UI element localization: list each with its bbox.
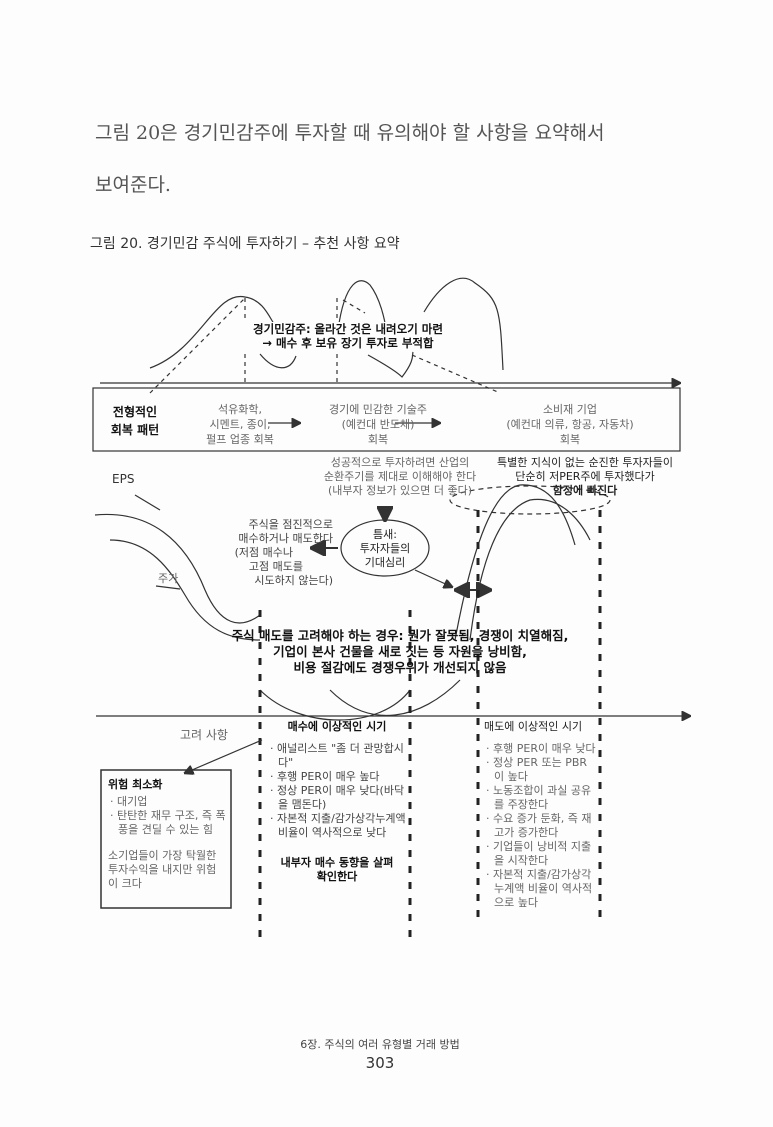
sell-time-title: 매도에 이상적인 시기 <box>484 720 583 733</box>
stage-1-line: 시멘트, 종이, <box>209 418 271 431</box>
stage-1-line: 석유화학, <box>218 403 262 416</box>
buy-time-footer: 내부자 매수 동향을 살펴 확인한다 <box>268 856 406 884</box>
buy-item: · 애널리스트 "좀 더 관망합시다" <box>270 742 404 769</box>
niche-line: 투자자들의 <box>359 542 411 555</box>
considerations-label: 고려 사항 <box>180 728 228 742</box>
sell-item: · 노동조합이 과실 공유를 주장한다 <box>486 784 592 811</box>
eps-curve <box>94 513 261 624</box>
cycle-curve-3 <box>337 280 387 331</box>
price-curve <box>109 539 261 641</box>
price-label: 주가 <box>158 572 179 585</box>
sell-item: · 수요 증가 둔화, 즉 재고가 증가한다 <box>486 812 592 839</box>
risk-box-content: 위험 최소화 · 대기업 · 탄탄한 재무 구조, 즉 폭풍을 견딜 수 있는 … <box>108 778 226 891</box>
recovery-pattern-box <box>92 387 681 452</box>
cycle-curve-5 <box>423 277 504 371</box>
top-note-1: 경기민감주: 올라간 것은 내려오기 마련 <box>253 322 443 336</box>
success-note-line: 순환주기를 제대로 이해해야 한다 <box>323 470 477 483</box>
stage-2-line: 회복 <box>367 433 389 446</box>
stage-2: 경기에 민감한 기술주 (예컨대 반도체) 회복 <box>318 402 438 447</box>
cycle-curve-2 <box>259 353 297 369</box>
gradual-note-line: 고점 매도를 <box>248 560 303 573</box>
sell-item: · 정상 PER 또는 PBR이 높다 <box>486 756 588 783</box>
page-number: 303 <box>365 1054 395 1072</box>
buy-item-text: 정상 PER이 매우 낮다(바닥을 맴돈다) <box>277 784 405 811</box>
stage-2-line: 경기에 민감한 기술주 <box>328 403 428 416</box>
trap-note: 특별한 지식이 없는 순진한 투자자들이 단순히 저PER주에 투자했다가 함정… <box>475 456 695 498</box>
recovery-label: 회복 패턴 <box>110 423 160 437</box>
stage-1-line: 펄프 업종 회복 <box>206 433 274 446</box>
buy-footer-line: 내부자 매수 동향을 살펴 <box>280 856 394 869</box>
cycle-curve-1 <box>149 295 279 369</box>
intro-line-2: 보여준다. <box>95 174 171 196</box>
stage-1: 석유화학, 시멘트, 종이, 펄프 업종 회복 <box>200 402 280 447</box>
sell-time-column: 매도에 이상적인 시기 · 후행 PER이 매우 낮다 · 정상 PER 또는 … <box>484 720 596 910</box>
buy-time-title: 매수에 이상적인 시기 <box>287 720 387 733</box>
buy-footer-line: 확인한다 <box>316 870 358 883</box>
sell-item-text: 자본적 지출/감가상각누계액 비율이 역사적으로 높다 <box>493 868 593 909</box>
figure-title: 그림 20. 경기민감 주식에 투자하기 – 추천 사항 요약 <box>90 236 400 252</box>
sell-item-text: 기업들이 낭비적 지출을 시작한다 <box>493 840 592 867</box>
buy-item: · 후행 PER이 매우 높다 <box>270 770 380 783</box>
gradual-note-line: (저점 매수나 <box>234 546 293 559</box>
gradual-note-line: 매수하거나 매도한다 <box>238 532 333 545</box>
stage-3-line: (예컨대 의류, 항공, 자동차) <box>506 418 634 431</box>
buy-item: · 자본적 지출/감가상각누계액 비율이 역사적으로 낮다 <box>270 812 406 839</box>
stage-3: 소비재 기업 (예컨대 의류, 항공, 자동차) 회복 <box>470 402 670 447</box>
sell-item: · 후행 PER이 매우 낮다 <box>486 742 596 755</box>
sell-item-text: 노동조합이 과실 공유를 주장한다 <box>493 784 592 811</box>
trap-note-line: 특별한 지식이 없는 순진한 투자자들이 <box>497 456 673 469</box>
buy-item-text: 애널리스트 "좀 더 관망합시다" <box>277 742 404 769</box>
cycle-curve-4 <box>367 351 414 378</box>
sell-item-text: 수요 증가 둔화, 즉 재고가 증가한다 <box>493 812 592 839</box>
buy-item-text: 후행 PER이 매우 높다 <box>277 770 380 783</box>
chapter-footer: 6장. 주식의 여러 유형별 거래 방법 <box>300 1038 460 1051</box>
gradual-note-line: 시도하지 않는다) <box>254 574 333 587</box>
sell-consider-note: 주식 매도를 고려해야 하는 경우: 뭔가 잘못됨, 경쟁이 치열해짐, 기업이… <box>140 628 660 676</box>
top-note-2: → 매수 후 보유 장기 투자로 부적합 <box>262 336 434 350</box>
eps-label: EPS <box>112 472 135 486</box>
risk-box <box>100 769 232 909</box>
recovery-label: 전형적인 <box>112 405 158 419</box>
risk-item-text: 탄탄한 재무 구조, 즉 폭풍을 견딜 수 있는 힘 <box>117 809 226 836</box>
sell-item: · 자본적 지출/감가상각누계액 비율이 역사적으로 높다 <box>486 868 593 909</box>
success-note-line: (내부자 정보가 있으면 더 좋다) <box>327 484 472 497</box>
sell-item-text: 후행 PER이 매우 낮다 <box>493 742 596 755</box>
risk-item: · 탄탄한 재무 구조, 즉 폭풍을 견딜 수 있는 힘 <box>110 809 226 836</box>
gradual-note-line: 주식을 점진적으로 <box>248 518 333 531</box>
sell-consider-line: 주식 매도를 고려해야 하는 경우: 뭔가 잘못됨, 경쟁이 치열해짐, <box>231 628 569 643</box>
intro-line-1: 그림 20은 경기민감주에 투자할 때 유의해야 할 사항을 요약해서 <box>95 122 605 144</box>
risk-note: 소기업들이 가장 탁월한 투자수익을 내지만 위험이 크다 <box>108 849 217 890</box>
sell-item: · 기업들이 낭비적 지출을 시작한다 <box>486 840 592 867</box>
buy-item-text: 자본적 지출/감가상각누계액 비율이 역사적으로 낮다 <box>277 812 406 839</box>
buy-item: · 정상 PER이 매우 낮다(바닥을 맴돈다) <box>270 784 405 811</box>
trap-note-line: 함정에 빠진다 <box>552 484 618 497</box>
right-curve-2 <box>469 498 591 641</box>
risk-item-text: 대기업 <box>117 795 148 808</box>
sell-item-text: 정상 PER 또는 PBR이 높다 <box>493 756 588 783</box>
niche-line: 기대심리 <box>364 556 406 569</box>
risk-title: 위험 최소화 <box>108 778 163 791</box>
success-note-line: 성공적으로 투자하려면 산업의 <box>330 456 470 469</box>
niche-line: 틈새: <box>373 528 397 541</box>
stage-3-line: 소비재 기업 <box>542 403 598 416</box>
niche-bubble: 틈새: 투자자들의 기대심리 <box>343 528 427 570</box>
stage-2-line: (예컨대 반도체) <box>341 418 415 431</box>
right-curve-1 <box>454 484 576 641</box>
buy-time-column: 매수에 이상적인 시기 · 애널리스트 "좀 더 관망합시다" · 후행 PER… <box>268 720 406 884</box>
stage-3-line: 회복 <box>559 433 581 446</box>
trap-note-line: 단순히 저PER주에 투자했다가 <box>515 470 655 483</box>
sell-consider-line: 기업이 본사 건물을 새로 짓는 등 자원을 낭비함, <box>273 644 527 659</box>
risk-item: · 대기업 <box>110 795 148 808</box>
gradual-note: 주식을 점진적으로 매수하거나 매도한다 (저점 매수나 고점 매도를 시도하지… <box>205 518 333 588</box>
sell-consider-line: 비용 절감에도 경쟁우위가 개선되지 않음 <box>293 660 507 675</box>
success-note: 성공적으로 투자하려면 산업의 순환주기를 제대로 이해해야 한다 (내부자 정… <box>305 456 495 498</box>
